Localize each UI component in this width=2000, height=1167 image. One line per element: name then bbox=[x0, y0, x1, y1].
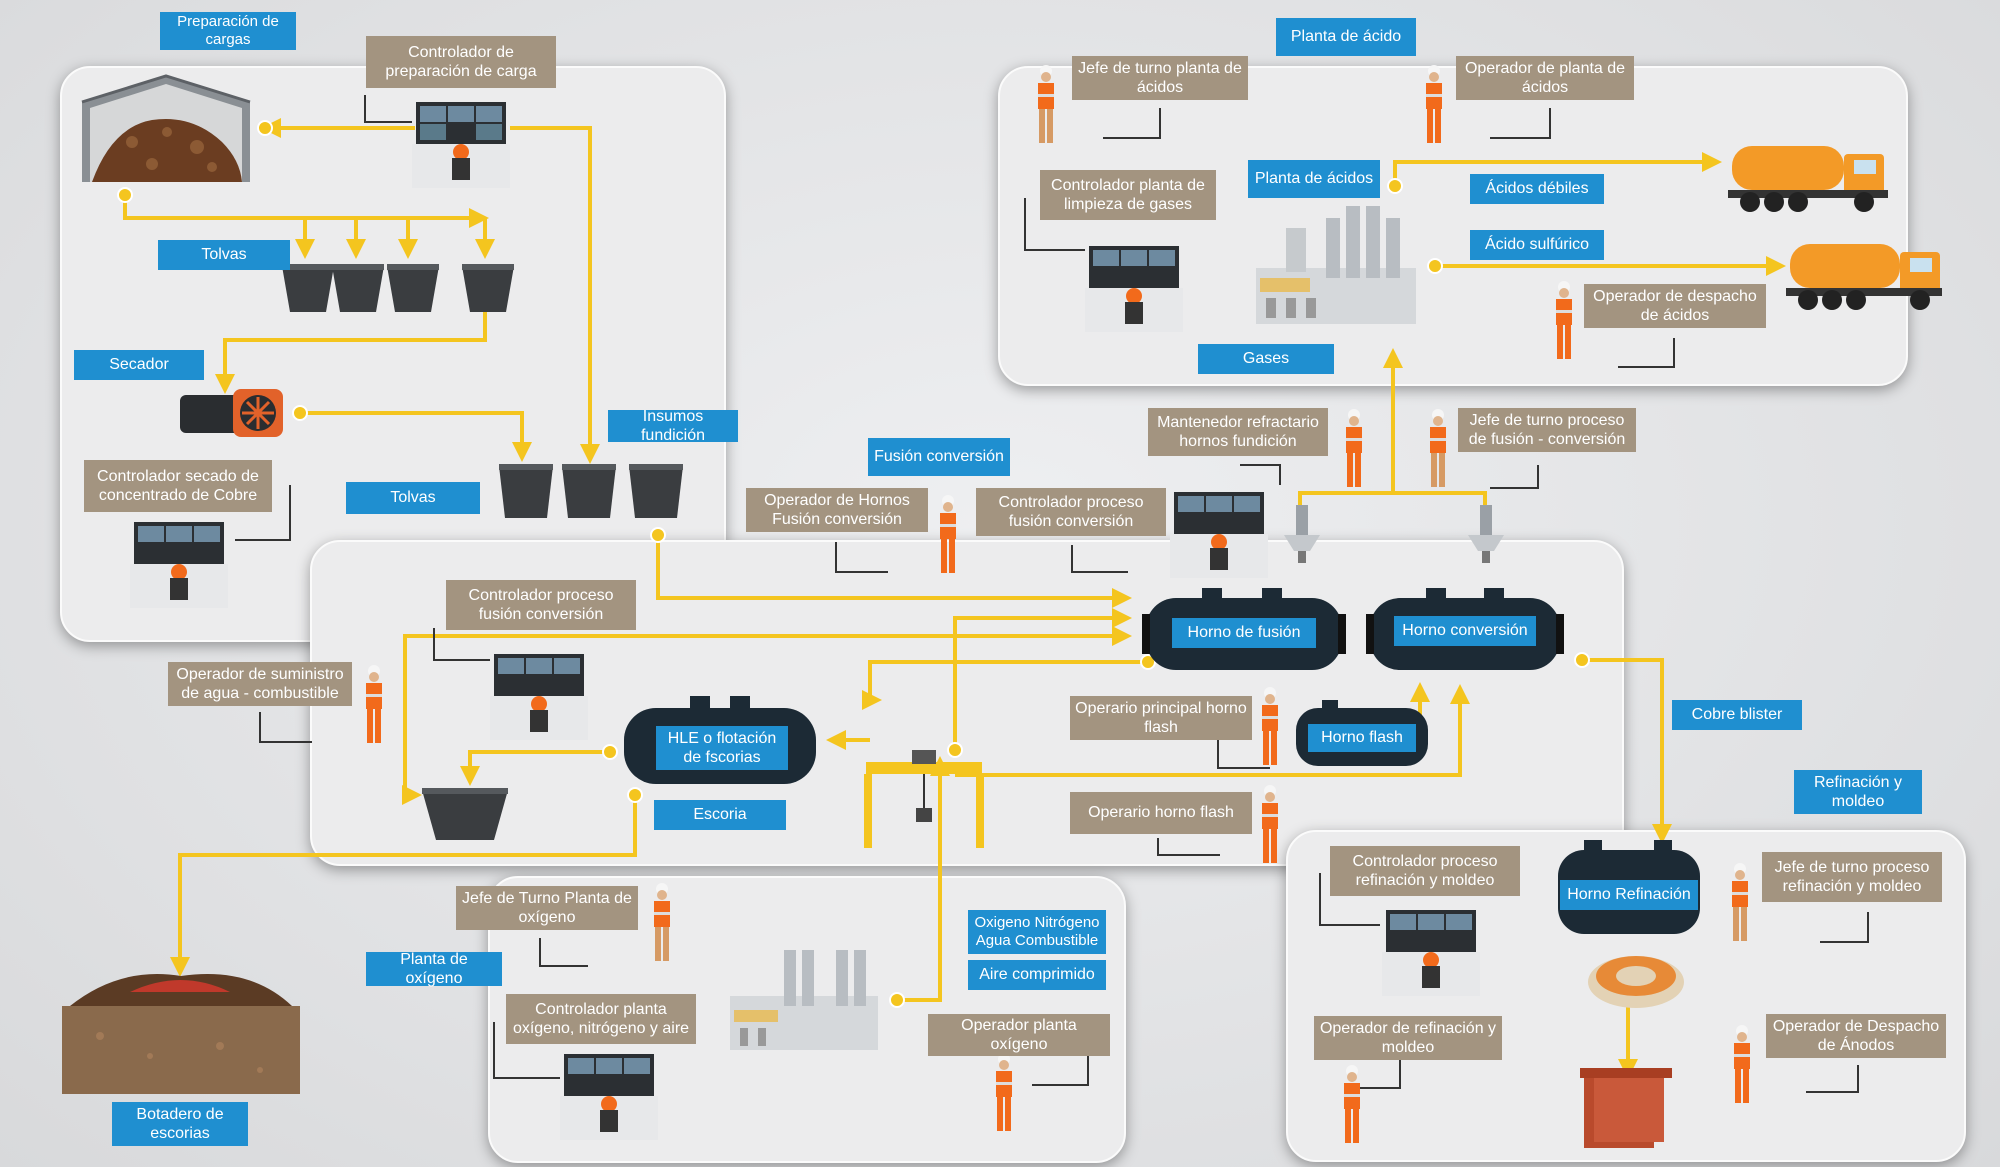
section-title-fusion: Fusión conversión bbox=[868, 438, 1010, 476]
control-console-icon bbox=[412, 100, 510, 188]
control-console-icon bbox=[1382, 908, 1480, 996]
panel-planta-acido bbox=[998, 66, 1908, 386]
dryer-icon bbox=[178, 385, 296, 440]
worker-icon bbox=[648, 882, 676, 966]
role-op-refinacion: Operador de refinación y moldeo bbox=[1314, 1016, 1502, 1060]
tanker-truck-icon bbox=[1728, 140, 1892, 214]
section-title-refinacion: Refinación y moldeo bbox=[1794, 770, 1922, 814]
worker-icon bbox=[1728, 1024, 1756, 1108]
role-op-oxigeno: Operador planta oxígeno bbox=[928, 1014, 1110, 1056]
label-hle: HLE o flotación de fscorias bbox=[656, 726, 788, 770]
worker-icon bbox=[1256, 686, 1284, 770]
label-horno-flash: Horno flash bbox=[1308, 724, 1416, 752]
hopper-icon bbox=[330, 262, 386, 314]
hopper-icon bbox=[497, 462, 555, 520]
worker-icon bbox=[1726, 862, 1754, 946]
label-secador: Secador bbox=[74, 350, 204, 380]
section-title-preparacion: Preparación de cargas bbox=[160, 12, 296, 50]
control-console-icon bbox=[560, 1052, 658, 1140]
control-console-icon bbox=[1170, 490, 1268, 578]
section-title-planta-acido: Planta de ácido bbox=[1276, 18, 1416, 56]
hopper-icon bbox=[385, 262, 441, 314]
worker-icon bbox=[360, 664, 388, 748]
role-jefe-fusion: Jefe de turno proceso de fusión - conver… bbox=[1458, 408, 1636, 452]
hopper-icon bbox=[280, 262, 336, 314]
label-botadero: Botadero de escorias bbox=[112, 1102, 248, 1146]
label-cobre-blister: Cobre blister bbox=[1672, 700, 1802, 730]
control-console-icon bbox=[1085, 244, 1183, 332]
role-ctrl-fusion-2: Controlador proceso fusión conversión bbox=[446, 580, 636, 630]
label-tolvas-mid: Tolvas bbox=[346, 482, 480, 514]
role-op-acidos: Operador de planta de ácidos bbox=[1456, 56, 1634, 100]
role-op-principal-flash: Operario principal horno flash bbox=[1070, 696, 1252, 740]
anode-icon bbox=[1580, 1066, 1672, 1150]
role-ctrl-oxigeno: Controlador planta oxígeno, nitrógeno y … bbox=[506, 994, 696, 1044]
role-op-anodos: Operador de Despacho de Ánodos bbox=[1766, 1014, 1946, 1058]
role-jefe-refinacion: Jefe de turno proceso refinación y molde… bbox=[1762, 852, 1942, 902]
hopper-icon bbox=[460, 262, 516, 314]
worker-icon bbox=[1256, 784, 1284, 868]
worker-icon bbox=[1420, 64, 1448, 148]
hopper-icon bbox=[627, 462, 685, 520]
hopper-icon bbox=[420, 786, 510, 842]
shed-icon bbox=[72, 72, 260, 186]
label-horno-refinacion: Horno Refinación bbox=[1560, 880, 1698, 910]
slag-heap-icon bbox=[60, 966, 302, 1096]
role-op-hornos: Operador de Hornos Fusión conversión bbox=[746, 488, 928, 532]
hopper-icon bbox=[560, 462, 618, 520]
section-title-oxigeno: Planta de oxígeno bbox=[366, 951, 502, 987]
role-mant-refractario: Mantenedor refractario hornos fundición bbox=[1148, 408, 1328, 456]
tanker-truck-icon bbox=[1786, 238, 1946, 312]
worker-icon bbox=[1032, 64, 1060, 148]
role-ctrl-prep: Controlador de preparación de carga bbox=[366, 36, 556, 88]
role-ctrl-secado: Controlador secado de concentrado de Cob… bbox=[84, 460, 272, 512]
label-horno-conversion: Horno conversión bbox=[1394, 616, 1536, 646]
wheel-icon bbox=[1586, 950, 1686, 1010]
worker-icon bbox=[934, 494, 962, 578]
plant-icon bbox=[724, 944, 882, 1052]
gas-hood-icon bbox=[1282, 505, 1322, 563]
role-op-flash: Operario horno flash bbox=[1070, 792, 1252, 834]
control-console-icon bbox=[490, 652, 588, 740]
plant-icon bbox=[1246, 198, 1422, 326]
role-ctrl-fusion: Controlador proceso fusión conversión bbox=[976, 488, 1166, 536]
label-aire: Aire comprimido bbox=[968, 960, 1106, 990]
role-jefe-oxigeno: Jefe de Turno Planta de oxígeno bbox=[456, 886, 638, 930]
role-ctrl-refinacion: Controlador proceso refinación y moldeo bbox=[1330, 846, 1520, 896]
worker-icon bbox=[1424, 408, 1452, 492]
crane-icon bbox=[862, 738, 986, 850]
role-jefe-acidos: Jefe de turno planta de ácidos bbox=[1072, 56, 1248, 100]
role-ctrl-gases: Controlador planta de limpieza de gases bbox=[1040, 170, 1216, 220]
label-oxigeno-gases: Oxigeno Nitrógeno Agua Combustible bbox=[968, 910, 1106, 954]
label-gases: Gases bbox=[1198, 344, 1334, 374]
label-acido-sulfurico: Ácido sulfúrico bbox=[1470, 230, 1604, 260]
role-op-despacho-acidos: Operador de despacho de ácidos bbox=[1584, 284, 1766, 328]
label-horno-fusion: Horno de fusión bbox=[1172, 618, 1316, 648]
control-console-icon bbox=[130, 520, 228, 608]
label-insumos: Insumos fundición bbox=[608, 408, 738, 444]
worker-icon bbox=[1550, 280, 1578, 364]
worker-icon bbox=[1340, 408, 1368, 492]
gas-hood-icon bbox=[1466, 505, 1506, 563]
worker-icon bbox=[1338, 1064, 1366, 1148]
label-planta-acidos: Planta de ácidos bbox=[1248, 160, 1380, 198]
label-tolvas-top: Tolvas bbox=[158, 240, 290, 270]
label-acidos-debiles: Ácidos débiles bbox=[1470, 174, 1604, 204]
worker-icon bbox=[990, 1052, 1018, 1136]
label-escoria: Escoria bbox=[654, 800, 786, 830]
role-op-agua: Operador de suministro de agua - combust… bbox=[168, 662, 352, 706]
